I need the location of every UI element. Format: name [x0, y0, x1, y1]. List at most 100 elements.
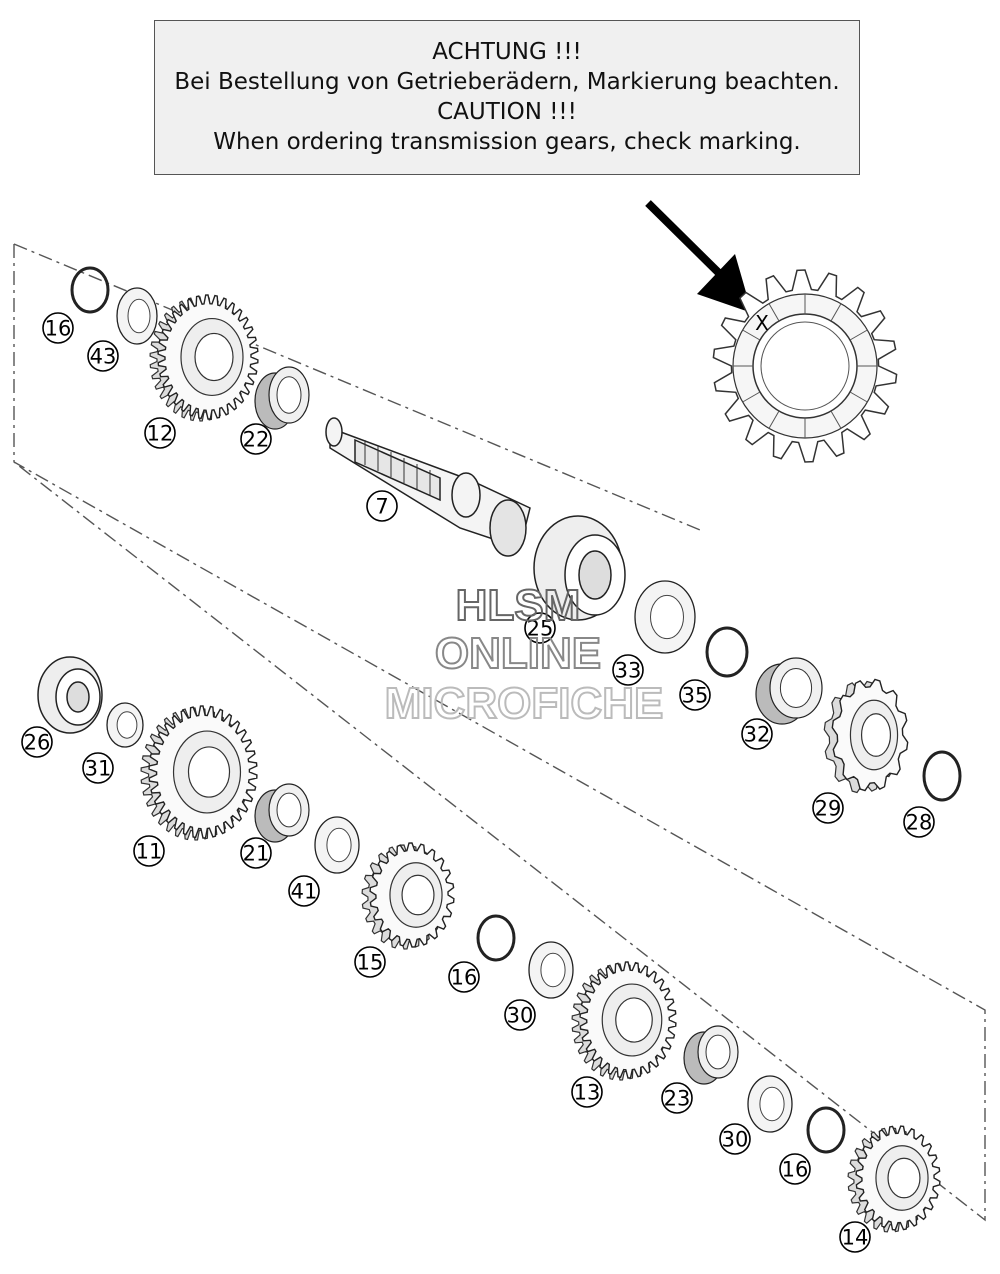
callout-label: 29 [815, 797, 842, 821]
washer-30a [528, 941, 574, 999]
callout-circle [87, 340, 119, 372]
callout-label: 43 [90, 345, 117, 369]
watermark-line-1: HLSM [456, 581, 581, 630]
callout-circle [779, 1153, 811, 1185]
callout-label: 41 [291, 880, 318, 904]
gear-15 [361, 842, 455, 950]
o-ring-35 [705, 626, 749, 678]
needle-bearing-22 [254, 366, 310, 430]
sprocket-29 [823, 678, 909, 794]
callout-circle [240, 837, 272, 869]
callout-label: 11 [136, 840, 163, 864]
callout-circle [82, 752, 114, 784]
circlip-16b [476, 914, 516, 962]
gear-marking-detail [712, 269, 898, 463]
washer-43 [116, 287, 158, 345]
callout-31: 31 [82, 752, 114, 784]
callout-41: 41 [288, 875, 320, 907]
circlip-16c [806, 1106, 846, 1154]
gears [140, 294, 941, 1233]
bush-32 [755, 657, 823, 725]
callout-circle [839, 1221, 871, 1253]
callout-circle [21, 726, 53, 758]
notice-line-de-text: Bei Bestellung von Getrieberädern, Marki… [174, 69, 840, 95]
watermark: HLSM ONLINE MICROFICHE [384, 580, 665, 729]
callout-12: 12 [144, 417, 176, 449]
callout-7: 7 [366, 490, 398, 522]
gear-13 [571, 961, 677, 1081]
callout-circle [448, 961, 480, 993]
callout-35: 35 [679, 679, 711, 711]
washers-and-circlips [70, 266, 962, 1154]
callout-label: 33 [615, 659, 642, 683]
needle-bearing-21 [254, 783, 310, 843]
callout-label: 30 [722, 1128, 749, 1152]
callout-11: 11 [133, 835, 165, 867]
callout-label: 21 [243, 842, 270, 866]
callout-label: 7 [375, 495, 388, 519]
gear-14 [847, 1125, 941, 1233]
gear-12 [149, 294, 259, 422]
callout-13: 13 [571, 1076, 603, 1108]
seal-33 [634, 580, 696, 654]
callout-label: 28 [906, 811, 933, 835]
callout-circle [133, 835, 165, 867]
callout-label: 26 [24, 731, 51, 755]
callout-circle [661, 1082, 693, 1114]
callout-label: 25 [527, 617, 554, 641]
callout-43: 43 [87, 340, 119, 372]
callout-16: 16 [42, 312, 74, 344]
callout-label: 23 [664, 1087, 691, 1111]
callout-26: 26 [21, 726, 53, 758]
callout-label: 35 [682, 684, 709, 708]
callout-21: 21 [240, 837, 272, 869]
callout-label: 16 [782, 1158, 809, 1182]
ball-bearing-25 [533, 515, 626, 621]
watermark-line-3: MICROFICHE [385, 679, 664, 728]
gear-11 [140, 705, 258, 841]
callout-23: 23 [661, 1082, 693, 1114]
circlip-28 [922, 750, 962, 802]
callout-29: 29 [812, 792, 844, 824]
callout-label: 22 [243, 428, 270, 452]
callout-circle [354, 946, 386, 978]
callout-circle [366, 490, 398, 522]
callout-label: 32 [744, 723, 771, 747]
washer-41 [314, 816, 360, 874]
callout-circle [741, 718, 773, 750]
notice-line-en-title: CAUTION !!! [437, 99, 577, 125]
callout-circle [571, 1076, 603, 1108]
callout-30: 30 [504, 999, 536, 1031]
callout-circle [612, 654, 644, 686]
callout-circle [812, 792, 844, 824]
callout-circle [42, 312, 74, 344]
callout-circle [903, 806, 935, 838]
callout-label: 31 [85, 757, 112, 781]
marking-x: X [755, 311, 769, 335]
callout-circle [679, 679, 711, 711]
callout-circle [504, 999, 536, 1031]
callout-circle [288, 875, 320, 907]
callout-30: 30 [719, 1123, 751, 1155]
circlip-16a [70, 266, 110, 314]
callout-16: 16 [779, 1153, 811, 1185]
callout-22: 22 [240, 423, 272, 455]
dashed-frame [13, 243, 986, 1222]
needle-bearing-23 [683, 1025, 739, 1085]
callout-circle [524, 612, 556, 644]
notice-line-de-title: ACHTUNG !!! [432, 39, 582, 65]
callout-label: 16 [45, 317, 72, 341]
callout-33: 33 [612, 654, 644, 686]
callout-32: 32 [741, 718, 773, 750]
callout-circle [144, 417, 176, 449]
needle-bearings [254, 366, 823, 1085]
caution-notice: ACHTUNG !!! Bei Bestellung von Getrieber… [154, 20, 860, 175]
callout-label: 12 [147, 422, 174, 446]
callout-label: 13 [574, 1081, 601, 1105]
callout-14: 14 [839, 1221, 871, 1253]
callout-label: 14 [842, 1226, 869, 1250]
callout-16: 16 [448, 961, 480, 993]
callout-circle [719, 1123, 751, 1155]
callout-28: 28 [903, 806, 935, 838]
